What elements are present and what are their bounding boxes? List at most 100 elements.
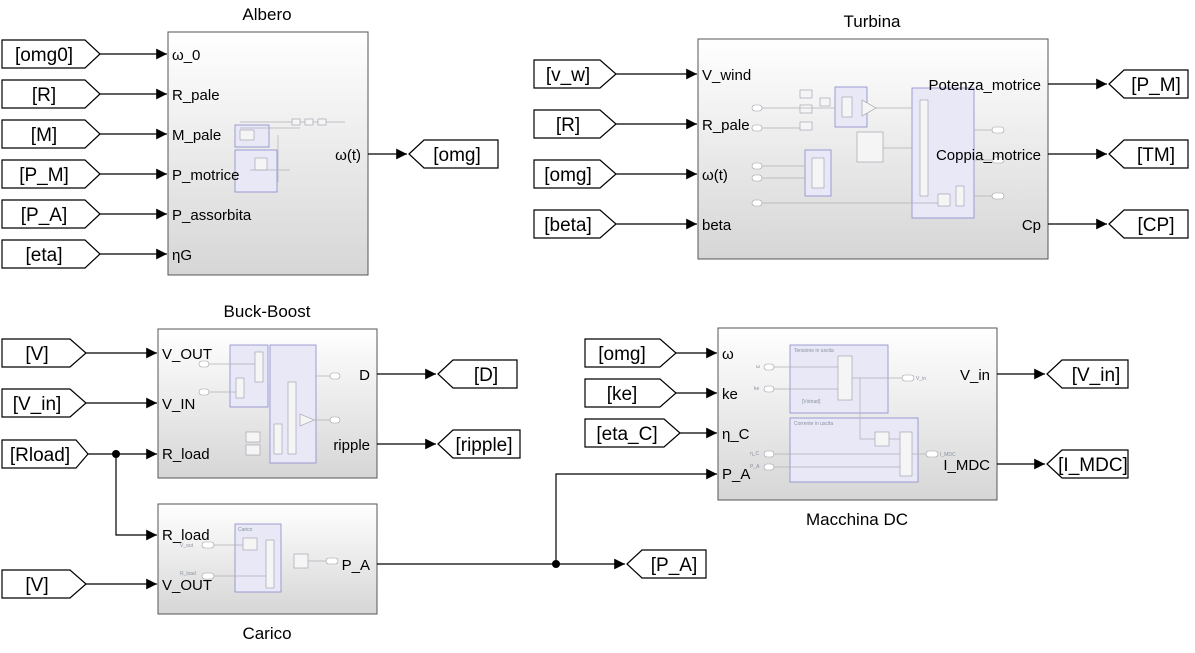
goto-tag-pa[interactable]: [P_A] [626,549,707,579]
svg-text:[TM]: [TM] [1137,145,1175,166]
svg-text:[V_in]: [V_in] [13,394,62,415]
svg-text:[ke]: [ke] [607,384,638,405]
from-tag-rload[interactable]: [Rload] [1,439,89,469]
buckboost-inner-preview [198,344,341,464]
buckboost-out-d: D [359,367,370,384]
albero-title: Albero [242,5,291,24]
svg-text:ke: ke [754,386,760,392]
svg-text:[omg]: [omg] [433,145,481,166]
goto-tag-imdc[interactable]: [I_MDC] [1046,449,1129,479]
svg-text:ω: ω [756,364,760,370]
svg-text:η_C: η_C [750,451,760,457]
macchina-out-vin: V_in [960,367,990,384]
from-tag-ke[interactable]: [ke] [584,378,677,408]
svg-text:R_load: R_load [180,571,196,577]
svg-text:[Vstnad]: [Vstnad] [802,399,821,405]
svg-text:[P_A]: [P_A] [21,205,67,226]
carico-in-rload: R_load [162,527,210,544]
turbina-in-vwind: V_wind [702,67,751,84]
macchina-wires [676,347,1045,470]
from-tag-beta[interactable]: [beta] [533,209,617,239]
goto-tag-ripple[interactable]: [ripple] [437,429,521,459]
buckboost-wires [86,347,436,541]
svg-text:[D]: [D] [474,365,498,386]
svg-text:[P_M]: [P_M] [1131,75,1181,96]
svg-text:[CP]: [CP] [1138,215,1175,236]
from-tag-pm[interactable]: [P_M] [1,159,101,189]
from-tag-omg0[interactable]: [omg0] [1,39,101,69]
carico-out-pa: P_A [342,557,370,574]
turbina-in-beta: beta [702,217,732,234]
albero-in-rpale: R_pale [172,87,220,104]
albero-in-pmotrice: P_motrice [172,167,240,184]
turbina-subsystem[interactable]: Turbina [697,12,1049,260]
svg-text:Carico: Carico [238,527,253,533]
svg-text:[eta_C]: [eta_C] [596,424,657,445]
from-tag-r[interactable]: [R] [1,79,101,109]
turbina-in-rpale: R_pale [702,117,750,134]
svg-text:V_out: V_out [180,543,194,549]
turbina-out-potenza: Potenza_motrice [928,77,1041,94]
goto-tag-d[interactable]: [D] [437,359,518,389]
turbina-in-omegat: ω(t) [702,167,728,184]
svg-text:I_MDC: I_MDC [940,452,956,458]
from-tag-pa[interactable]: [P_A] [1,199,101,229]
svg-text:[omg]: [omg] [544,165,592,186]
albero-inner-preview [234,118,345,193]
svg-text:[v_w]: [v_w] [546,65,590,86]
macchina-in-ke: ke [722,386,738,403]
carico-subsystem[interactable]: Carico Carico V_out R_load R_load V_OUT … [157,503,378,643]
svg-text:P_A: P_A [750,464,760,470]
buckboost-in-vin: V_IN [162,396,195,413]
buckboost-subsystem[interactable]: Buck-Boost V_OUT V_IN R_load D [157,302,378,479]
carico-wires [86,468,717,590]
turbina-wires [616,68,1107,230]
macchina-in-etac: η_C [722,426,750,443]
goto-tag-vin[interactable]: [V_in] [1046,359,1129,389]
albero-in-omega0: ω_0 [172,47,200,64]
albero-in-passorbita: P_assorbita [172,207,252,224]
albero-in-mpale: M_pale [172,127,221,144]
from-tag-omg-turbina[interactable]: [omg] [533,159,617,189]
from-tag-v[interactable]: [V] [1,338,87,368]
svg-text:[M]: [M] [31,125,57,146]
goto-tag-pm[interactable]: [P_M] [1108,69,1189,99]
turbina-out-coppia: Coppia_motrice [936,147,1041,164]
macchina-dc-subsystem[interactable]: Macchina DC Tensione in uscita [Vstnad] … [717,327,998,529]
buckboost-in-vout: V_OUT [162,346,212,363]
goto-tag-omg[interactable]: [omg] [408,139,499,169]
from-tag-v-carico[interactable]: [V] [1,569,87,599]
svg-text:Tensione in uscita: Tensione in uscita [794,348,834,354]
svg-text:[V]: [V] [25,575,48,596]
turbina-inner-preview [751,86,1005,219]
from-tag-r-turbina[interactable]: [R] [533,109,617,139]
from-tag-omg-macchina[interactable]: [omg] [584,338,677,368]
goto-tag-tm[interactable]: [TM] [1108,139,1189,169]
carico-inner-preview: Carico V_out R_load [180,523,339,593]
svg-text:[V]: [V] [25,344,48,365]
from-tag-vin[interactable]: [V_in] [1,388,87,418]
svg-text:[P_M]: [P_M] [19,165,69,186]
macchina-inner-preview: Tensione in uscita [Vstnad] Corrente in … [750,344,956,483]
macchina-dc-title: Macchina DC [806,510,908,529]
carico-in-vout: V_OUT [162,577,212,594]
svg-text:[R]: [R] [32,85,56,106]
svg-text:[omg0]: [omg0] [15,45,73,66]
albero-out-omegat: ω(t) [335,147,361,164]
turbina-out-cp: Cp [1022,217,1041,234]
from-tag-vw[interactable]: [v_w] [533,59,617,89]
svg-text:[eta]: [eta] [26,245,63,266]
svg-text:V_in: V_in [916,376,926,382]
from-tag-m[interactable]: [M] [1,119,101,149]
albero-subsystem[interactable]: Albero ω_0 R_pale M_pale P_motrice P_ass… [167,5,369,276]
macchina-in-pa: P_A [722,466,750,483]
from-tag-eta[interactable]: [eta] [1,239,101,269]
svg-text:[I_MDC]: [I_MDC] [1058,455,1128,476]
svg-text:[R]: [R] [556,115,580,136]
goto-tag-cp[interactable]: [CP] [1108,209,1189,239]
from-tag-etac[interactable]: [eta_C] [584,418,681,448]
svg-text:[omg]: [omg] [598,344,646,365]
carico-title: Carico [242,624,291,643]
svg-text:Corrente in uscita: Corrente in uscita [794,421,833,427]
